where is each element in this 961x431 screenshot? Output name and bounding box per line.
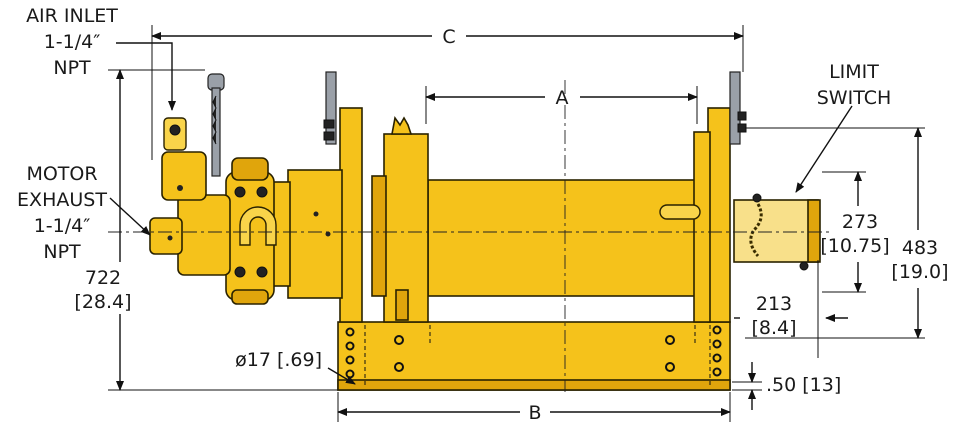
motor-exhaust-line-2: EXHAUST: [17, 189, 107, 211]
base-thickness: .50 [13]: [766, 374, 841, 396]
height-total-mm: 722: [85, 267, 121, 289]
drum: [427, 179, 697, 297]
switch-height-mm: 273: [842, 211, 878, 233]
dimension-c: C: [442, 26, 455, 48]
limit-switch-box: [733, 199, 819, 263]
air-inlet-line-2: 1-1/4″: [44, 31, 101, 53]
height-total-in: [28.4]: [74, 291, 131, 313]
rope-anchor: [391, 116, 413, 135]
limit-switch-chain: [749, 203, 763, 257]
switch-offset-mm: 213: [756, 293, 792, 315]
drum-right-flange: [693, 131, 711, 323]
base-plate-lip: [337, 379, 731, 391]
limit-switch-line-2: SWITCH: [817, 87, 892, 109]
motor-exhaust-line-4: NPT: [43, 241, 81, 263]
right-plate-bracket: [729, 71, 741, 145]
air-inlet-line-1: AIR INLET: [26, 5, 118, 27]
callout-limit-switch: LIMIT SWITCH: [817, 61, 892, 109]
winch-illustration: [149, 71, 821, 391]
callout-motor-exhaust: MOTOR EXHAUST 1-1/4″ NPT: [17, 163, 107, 263]
right-side-plate: [707, 107, 731, 323]
left-side-plate: [339, 107, 363, 323]
center-lines: [108, 80, 830, 392]
motor-exhaust-line-3: 1-1/4″: [34, 215, 91, 237]
left-plate-bracket: [325, 71, 337, 145]
limit-switch-line-1: LIMIT: [829, 61, 879, 83]
switch-height-in: [10.75]: [820, 235, 889, 257]
dimension-b: B: [528, 402, 541, 424]
base-hidden-lines: [364, 325, 711, 388]
base-plate-holes: [345, 325, 722, 379]
bolt-hole-diameter: ø17 [.69]: [235, 349, 322, 371]
leader-lines: [109, 42, 853, 385]
valve-body: [177, 194, 231, 276]
exhaust-port: [149, 217, 183, 255]
air-inlet-line-3: NPT: [53, 57, 91, 79]
drum-flange-mm: 483: [902, 237, 938, 259]
inlet-valve: [161, 151, 207, 201]
motor-cover: [239, 206, 277, 246]
drum-slot: [659, 204, 701, 220]
motor-exhaust-line-1: MOTOR: [26, 163, 97, 185]
switch-offset-in: [8.4]: [751, 317, 796, 339]
motor-bolts: [234, 186, 268, 278]
base-plate: [337, 321, 731, 391]
callout-air-inlet: AIR INLET 1-1/4″ NPT: [26, 5, 118, 79]
drum-flange-in: [19.0]: [891, 261, 948, 283]
dimension-lines: [108, 25, 925, 422]
gearbox-housing: [287, 169, 343, 299]
dimension-a: A: [556, 87, 569, 109]
